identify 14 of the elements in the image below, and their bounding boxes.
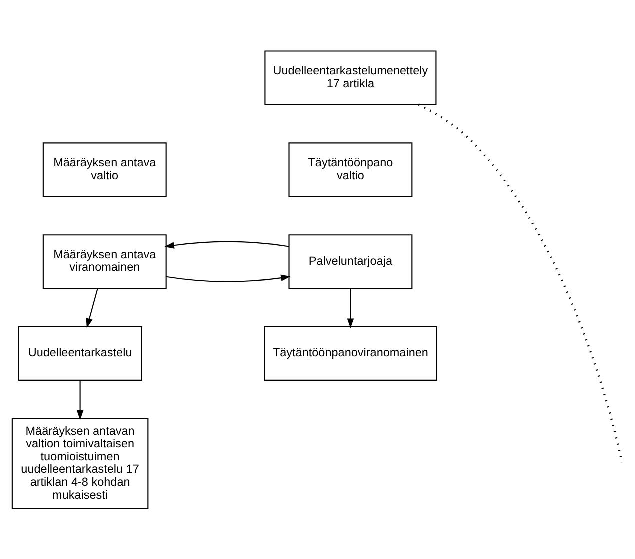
arrow — [76, 380, 84, 420]
arrow — [164, 240, 290, 248]
node-box: Uudelleentarkastelu — [18, 326, 142, 380]
node-box: Määräyksen antavan valtion toimivaltaisen tuomioistuimen uudelleentarkastelu 17 artiklan 4-8 kohdan mukaisesti — [12, 418, 149, 509]
node-box: Uudelleentarkastelumenettely 17 artikla — [264, 50, 437, 105]
arrow — [86, 288, 98, 328]
connector — [418, 103, 624, 462]
node-box: Täytäntöönpanoviranomainen — [264, 326, 438, 380]
node-box: Määräyksen antava viranomainen — [42, 234, 167, 289]
arrow — [166, 274, 291, 282]
node-box: Määräyksen antava valtio — [42, 142, 167, 197]
node-box: Palveluntarjoaja — [288, 234, 413, 289]
node-box: Täytäntöönpano valtio — [288, 142, 413, 197]
arrow — [347, 288, 354, 328]
